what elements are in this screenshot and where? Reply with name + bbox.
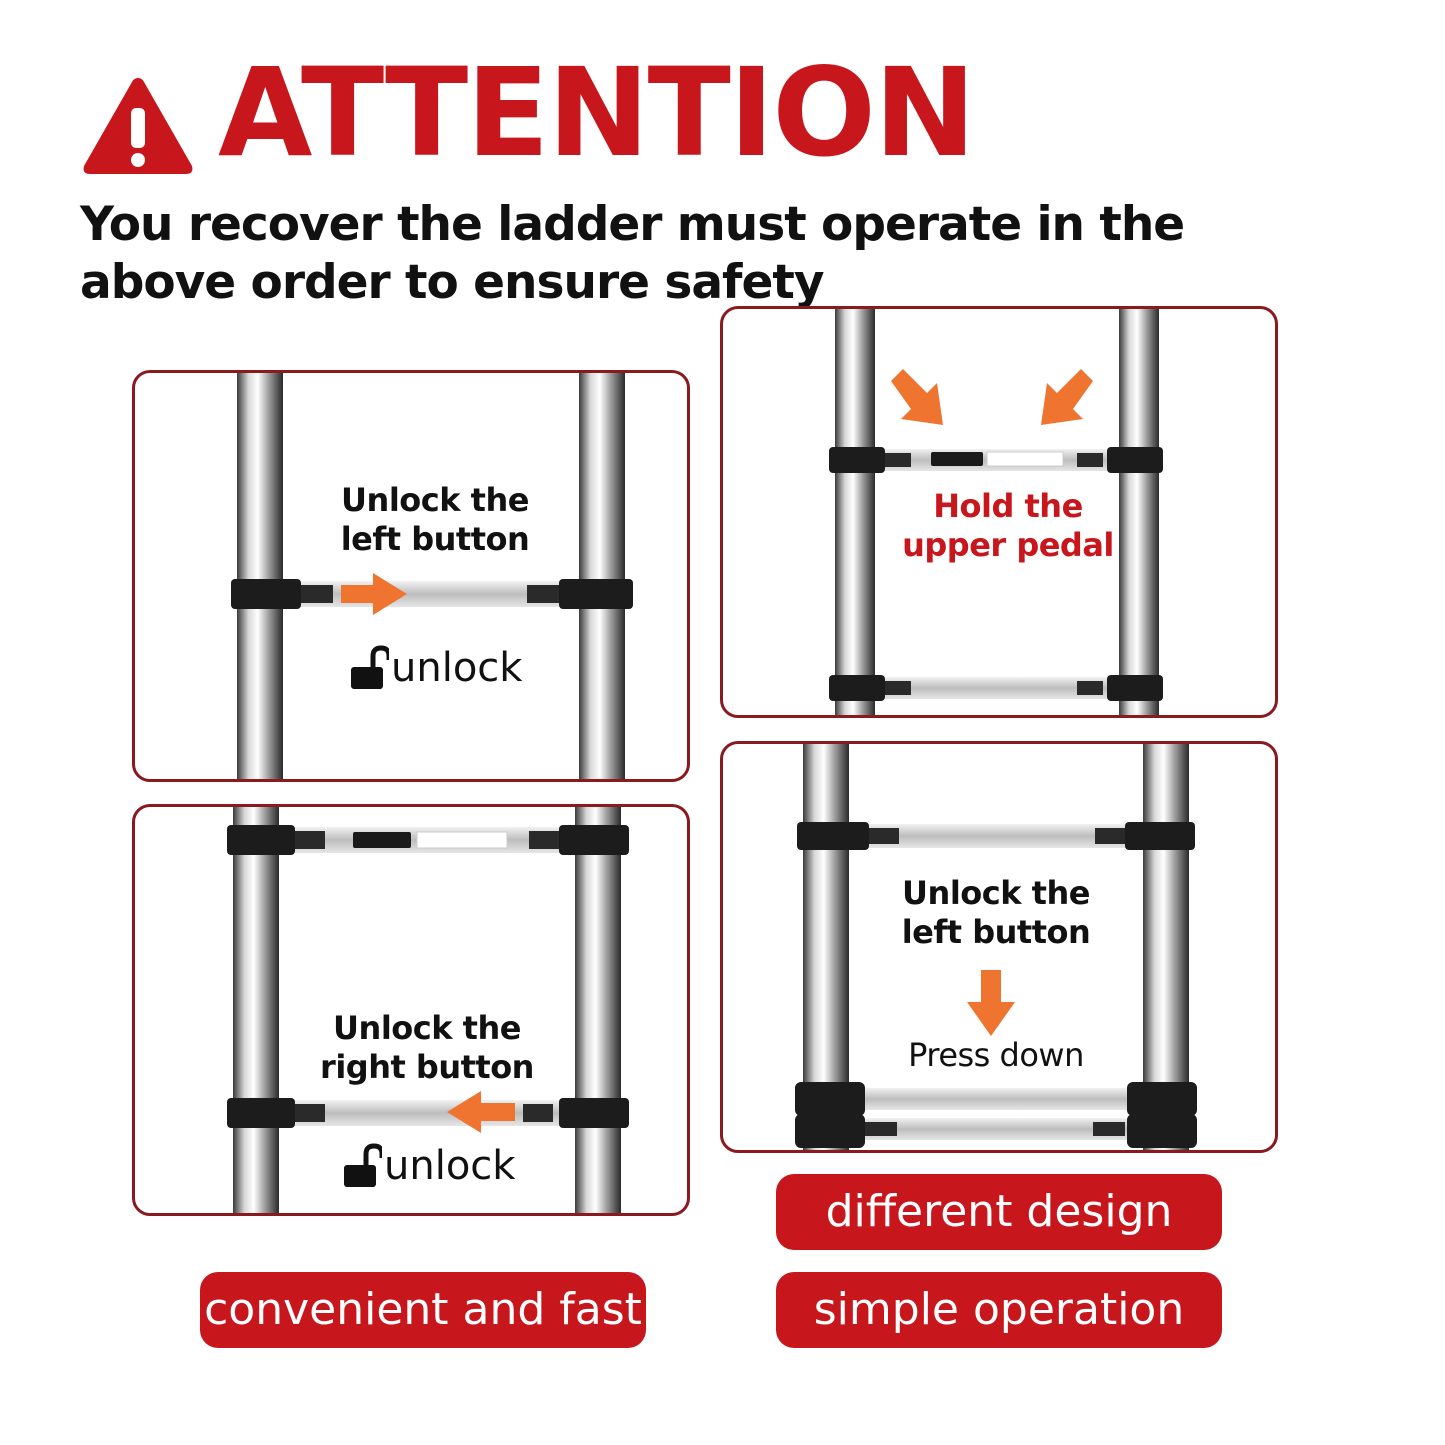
ladder-illustration bbox=[795, 744, 1197, 1150]
feature-badge-simple: simple operation bbox=[776, 1272, 1222, 1348]
panel-label-line2: right button bbox=[320, 1048, 534, 1086]
arrow-left-icon bbox=[447, 1091, 515, 1133]
warning-icon bbox=[83, 78, 193, 174]
panel-label-line1: Hold the bbox=[933, 487, 1083, 525]
ladder-illustration bbox=[227, 807, 629, 1213]
page-title: ATTENTION bbox=[218, 42, 976, 184]
panel-unlock-right: Unlock the right button unlock bbox=[132, 804, 690, 1216]
panel-label-line2: left button bbox=[901, 913, 1091, 951]
panel-label-line1: Unlock the bbox=[902, 874, 1090, 912]
arrow-down-right-icon bbox=[891, 369, 943, 425]
press-down-label: Press down bbox=[908, 1036, 1084, 1074]
panel-label-line2: left button bbox=[340, 520, 530, 558]
unlock-indicator: unlock bbox=[342, 1143, 515, 1189]
safety-instruction: You recover the ladder must operate in t… bbox=[80, 197, 1185, 310]
arrow-right-icon bbox=[341, 573, 407, 615]
arrow-down-icon bbox=[967, 970, 1015, 1036]
unlock-icon bbox=[351, 645, 389, 689]
unlock-label: unlock bbox=[384, 1143, 516, 1189]
ladder-illustration bbox=[829, 309, 1163, 715]
panel-label-line1: Unlock the bbox=[333, 1009, 521, 1047]
feature-badge-convenient: convenient and fast bbox=[200, 1272, 646, 1348]
panel-press-down: Unlock the left button Press down bbox=[720, 741, 1278, 1153]
unlock-indicator: unlock bbox=[349, 645, 522, 691]
unlock-icon bbox=[344, 1143, 382, 1187]
unlock-label: unlock bbox=[391, 645, 523, 691]
panel-label-line2: upper pedal bbox=[902, 526, 1114, 564]
feature-badge-design: different design bbox=[776, 1174, 1222, 1250]
panel-unlock-left: Unlock the left button unlock bbox=[132, 370, 690, 782]
arrow-down-left-icon bbox=[1041, 369, 1093, 425]
panel-hold-pedal: Hold the upper pedal bbox=[720, 306, 1278, 718]
ladder-illustration bbox=[231, 373, 633, 779]
panel-label-line1: Unlock the bbox=[341, 481, 529, 519]
